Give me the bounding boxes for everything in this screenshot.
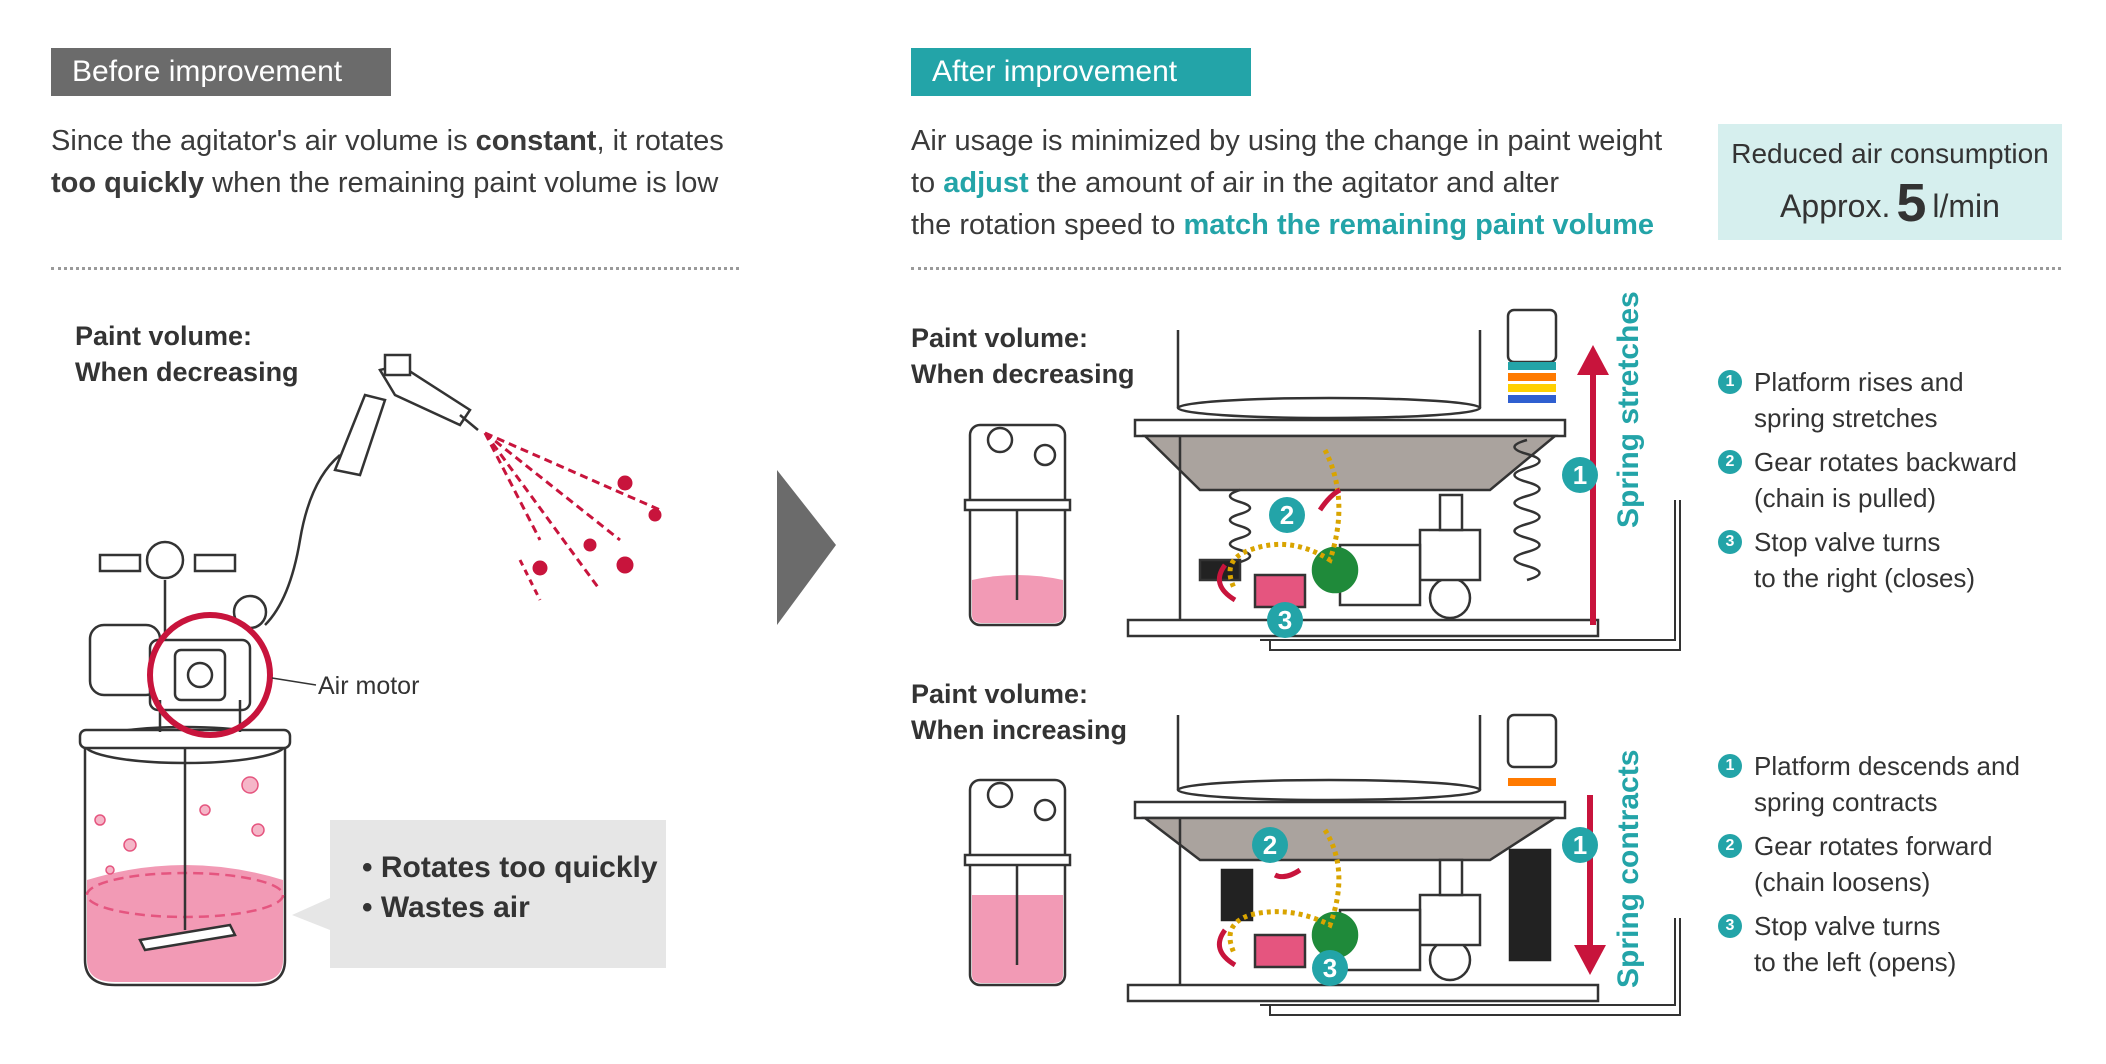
increasing-paint-label: Paint volume: When increasing	[911, 676, 1127, 748]
before-paint-label: Paint volume: When decreasing	[75, 318, 299, 390]
svg-text:2: 2	[1263, 830, 1277, 860]
increasing-label-line: When increasing	[911, 715, 1128, 745]
spring-stretches-arrow	[1577, 345, 1609, 625]
step-text: Platform descends and	[1754, 751, 2020, 781]
step-text: Platform rises and	[1754, 367, 1964, 397]
step-number-badge: 2	[1718, 834, 1742, 858]
spray-particles	[483, 431, 662, 601]
step-item: 1 Platform rises and spring stretches	[1718, 364, 2098, 436]
increasing-mechanism-illustration	[963, 713, 1681, 1016]
before-desc-text: , it rotates	[596, 125, 724, 157]
decreasing-label-line: Paint volume:	[911, 323, 1089, 353]
before-desc-emphasis: too quickly	[51, 167, 205, 199]
decreasing-paint-label: Paint volume: When decreasing	[911, 320, 1135, 392]
before-callout-text: • Rotates too quickly • Wastes air	[362, 848, 658, 928]
svg-text:3: 3	[1323, 953, 1337, 983]
decreasing-mechanism-illustration	[963, 308, 1681, 651]
svg-text:1: 1	[1573, 460, 1587, 490]
increasing-step-badges: 1 2 3	[1252, 827, 1598, 986]
callout-pointer	[292, 898, 330, 930]
before-paint-label-line: Paint volume:	[75, 321, 253, 351]
step-item: 3 Stop valve turns to the right (closes)	[1718, 524, 2098, 596]
step-text: (chain is pulled)	[1754, 483, 1937, 513]
increasing-label-line: Paint volume:	[911, 679, 1089, 709]
reduced-air-prefix: Approx.	[1780, 188, 1891, 224]
step-text: to the left (opens)	[1754, 947, 1957, 977]
step-item: 2 Gear rotates backward (chain is pulled)	[1718, 444, 2098, 516]
after-divider	[911, 267, 2061, 270]
step-item: 3 Stop valve turns to the left (opens)	[1718, 908, 2098, 980]
reduced-air-title: Reduced air consumption	[1731, 138, 2049, 169]
before-improvement-tag: Before improvement	[51, 48, 391, 96]
svg-text:2: 2	[1280, 500, 1294, 530]
transition-arrow-icon	[777, 470, 836, 625]
step-number-badge: 1	[1718, 754, 1742, 778]
callout-item: • Wastes air	[362, 891, 530, 924]
after-desc-highlight: match the remaining paint volume	[1183, 209, 1655, 241]
after-desc-text: the rotation speed to	[911, 209, 1184, 241]
step-item: 1 Platform descends and spring contracts	[1718, 748, 2098, 820]
after-desc-text: to	[911, 167, 944, 199]
increasing-steps-list: 1 Platform descends and spring contracts 2…	[1718, 748, 2098, 988]
step-text: Gear rotates backward	[1754, 447, 2018, 477]
before-paint-label-line: When decreasing	[75, 357, 299, 387]
before-agitator-illustration	[78, 353, 479, 987]
after-desc-text: Air usage is minimized by using the chan…	[911, 125, 1663, 157]
reduced-air-value: 5	[1896, 173, 1927, 233]
step-text: Gear rotates forward	[1754, 831, 1993, 861]
after-desc-highlight: adjust	[943, 167, 1029, 199]
before-desc-text: when the remaining paint volume is low	[204, 167, 719, 199]
decreasing-steps-list: 1 Platform rises and spring stretches 2 Gea…	[1718, 364, 2098, 604]
after-improvement-tag: After improvement	[911, 48, 1251, 96]
step-text: to the right (closes)	[1754, 563, 1976, 593]
spring-contracts-label: Spring contracts	[1612, 749, 1645, 988]
reduced-air-unit: l/min	[1932, 188, 2000, 224]
decreasing-label-line: When decreasing	[911, 359, 1135, 389]
decreasing-step-badges: 1 2 3	[1267, 457, 1598, 638]
step-number-badge: 3	[1718, 914, 1742, 938]
after-description: Air usage is minimized by using the chan…	[911, 120, 1711, 246]
step-text: Stop valve turns	[1754, 911, 1941, 941]
before-divider	[51, 267, 739, 270]
step-number-badge: 1	[1718, 370, 1742, 394]
step-text: spring stretches	[1754, 403, 1938, 433]
spring-contracts-arrow	[1574, 795, 1606, 975]
svg-text:3: 3	[1278, 605, 1292, 635]
before-description: Since the agitator's air volume is const…	[51, 120, 771, 204]
svg-text:1: 1	[1573, 830, 1587, 860]
before-desc-text: Since the agitator's air volume is	[51, 125, 476, 157]
air-motor-label: Air motor	[318, 672, 420, 700]
step-text: Stop valve turns	[1754, 527, 1941, 557]
step-item: 2 Gear rotates forward (chain loosens)	[1718, 828, 2098, 900]
step-number-badge: 3	[1718, 530, 1742, 554]
step-text: spring contracts	[1754, 787, 1938, 817]
callout-item: • Rotates too quickly	[362, 851, 658, 884]
before-desc-emphasis: constant	[475, 125, 597, 157]
spring-stretches-label: Spring stretches	[1612, 291, 1645, 528]
before-callout-box	[330, 820, 666, 968]
after-desc-text: the amount of air in the agitator and al…	[1028, 167, 1560, 199]
step-text: (chain loosens)	[1754, 867, 1931, 897]
step-number-badge: 2	[1718, 450, 1742, 474]
